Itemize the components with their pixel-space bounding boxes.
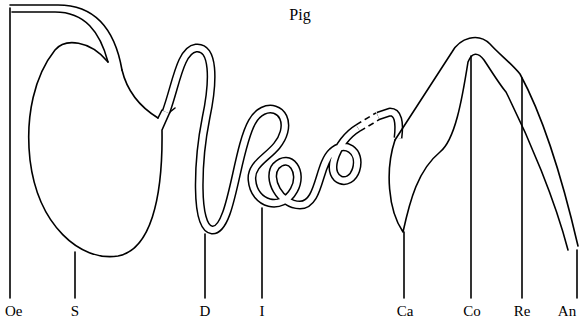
leader-line xyxy=(204,234,206,298)
ileum-lumen xyxy=(378,112,399,138)
part-label: An xyxy=(557,302,577,320)
leader-line xyxy=(261,208,263,298)
part-label: Re xyxy=(513,302,532,320)
colon-outer-outline xyxy=(395,38,578,246)
ileum xyxy=(378,112,399,138)
part-label: Oe xyxy=(4,302,24,320)
part-label: D xyxy=(199,302,212,320)
colon-inner-outline xyxy=(389,54,568,250)
leader-line xyxy=(403,232,405,298)
small-intestine-lumen xyxy=(166,48,358,230)
stomach-outline xyxy=(29,43,175,257)
oesophagus-outline xyxy=(12,12,108,62)
stomach-outline xyxy=(122,70,158,118)
small-intestine xyxy=(166,48,358,230)
part-label: Ca xyxy=(396,302,415,320)
leader-line xyxy=(576,250,578,298)
leader-line xyxy=(470,56,472,298)
intestine-break-lumen xyxy=(358,116,378,128)
part-label: Co xyxy=(462,302,482,320)
leader-line xyxy=(9,8,11,298)
part-label: I xyxy=(259,302,266,320)
diagram-title: Pig xyxy=(288,6,311,24)
intestine-break xyxy=(358,116,378,128)
leader-line xyxy=(521,78,523,298)
leader-line xyxy=(74,252,76,298)
part-label: S xyxy=(70,302,80,320)
pylorus xyxy=(158,110,162,118)
oesophagus-outline xyxy=(10,5,122,70)
